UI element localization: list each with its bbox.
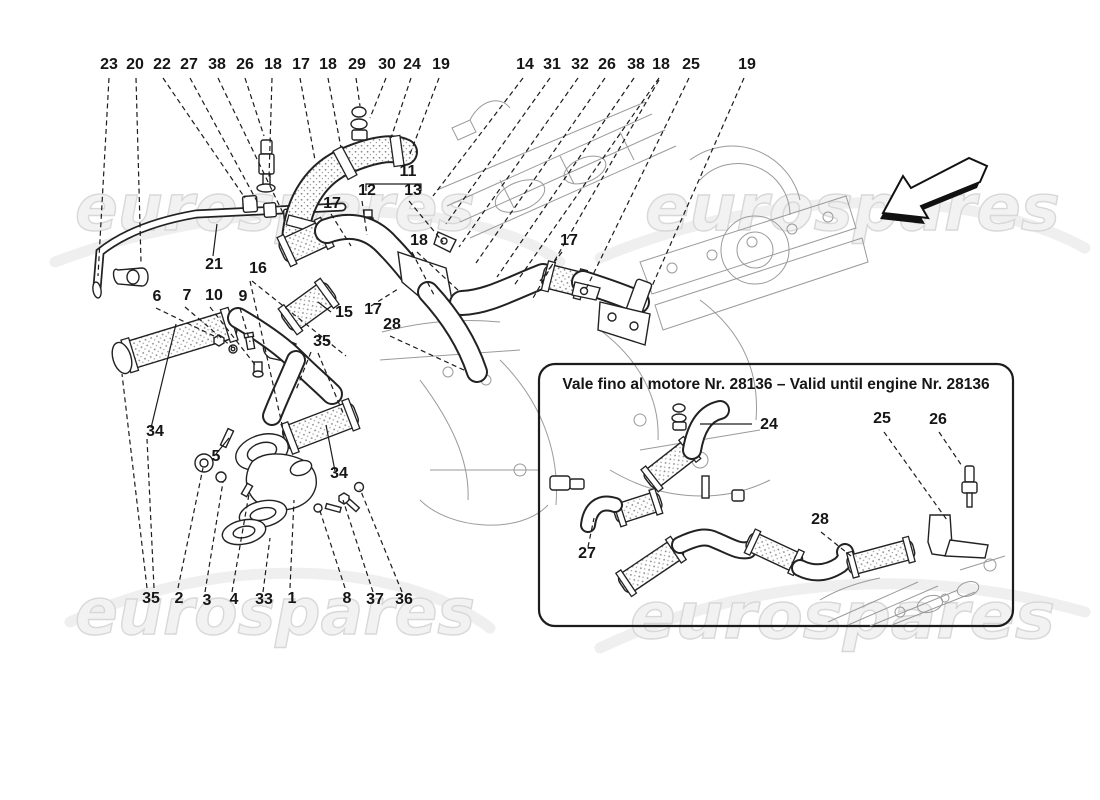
leader-lines [97, 77, 745, 593]
callout-label: 9 [239, 288, 248, 305]
callout-label: 26 [929, 411, 947, 428]
callout-label: 38 [208, 56, 226, 73]
callout-label: 15 [335, 304, 353, 321]
pipes-line-art [92, 106, 653, 546]
callout-label: 26 [598, 56, 616, 73]
callout-label: 6 [153, 288, 162, 305]
callout-label: 19 [432, 56, 450, 73]
callout-label: 8 [343, 590, 352, 607]
callout-label: 27 [578, 545, 596, 562]
callout-labels: 23 20 22 27 38 26 18 17 18 29 30 24 19 1… [100, 56, 756, 609]
callout-label: 23 [100, 56, 118, 73]
callout-label: 38 [627, 56, 645, 73]
inset-callout-labels: 24 25 26 27 28 [578, 410, 947, 562]
callout-label: 1 [288, 590, 297, 607]
callout-label: 11 [400, 163, 417, 180]
callout-label: 24 [760, 416, 778, 433]
watermark-layer: eurospares eurospares eurospares eurospa… [49, 171, 1091, 655]
inset-engine-line-art [819, 555, 1006, 627]
callout-label: 17 [323, 195, 341, 212]
watermark-text: eurospares [630, 580, 1055, 654]
callout-label: 13 [404, 182, 422, 199]
callout-label: 21 [205, 256, 223, 273]
callout-label: 4 [230, 591, 239, 608]
callout-label: 25 [682, 56, 700, 73]
callout-label: 35 [142, 590, 160, 607]
callout-label: 34 [330, 465, 348, 482]
callout-label: 18 [319, 56, 337, 73]
watermark-text: eurospares [75, 576, 475, 650]
callout-label: 28 [811, 511, 829, 528]
callout-label: 32 [571, 56, 589, 73]
callout-label: 12 [358, 182, 376, 199]
callout-label: 33 [255, 591, 273, 608]
callout-label: 36 [395, 591, 413, 608]
callout-label: 14 [516, 56, 534, 73]
callout-label: 34 [146, 423, 164, 440]
callout-label: 37 [366, 591, 384, 608]
callout-label: 17 [292, 56, 310, 73]
callout-label: 18 [264, 56, 282, 73]
callout-label: 18 [652, 56, 670, 73]
inset-panel: Vale fino al motore Nr. 28136 – Valid un… [537, 362, 1015, 628]
callout-label: 22 [153, 56, 171, 73]
callout-label: 25 [873, 410, 891, 427]
callout-label: 17 [364, 301, 382, 318]
direction-arrow-icon [880, 156, 989, 224]
callout-label: 35 [313, 333, 331, 350]
callout-label: 24 [403, 56, 421, 73]
inset-title: Vale fino al motore Nr. 28136 – Valid un… [562, 376, 990, 393]
callout-label: 19 [738, 56, 756, 73]
inset-box [537, 362, 1015, 628]
callout-label: 20 [126, 56, 144, 73]
callout-label: 17 [560, 232, 578, 249]
callout-label: 10 [205, 287, 223, 304]
watermark-text: eurospares [645, 172, 1060, 246]
inset-pipes-line-art [549, 400, 989, 598]
callout-label: 18 [410, 232, 428, 249]
callout-label: 29 [348, 56, 366, 73]
callout-label: 26 [236, 56, 254, 73]
callout-label: 7 [183, 287, 192, 304]
callout-label: 2 [175, 590, 184, 607]
callout-label: 3 [203, 592, 212, 609]
callout-label: 31 [543, 56, 561, 73]
callout-label: 30 [378, 56, 396, 73]
inset-leader-lines [587, 423, 963, 557]
callout-label: 27 [180, 56, 198, 73]
callout-label: 28 [383, 316, 401, 333]
engine-line-art [379, 100, 869, 526]
callout-label: 16 [249, 260, 267, 277]
callout-label: 5 [212, 448, 221, 465]
